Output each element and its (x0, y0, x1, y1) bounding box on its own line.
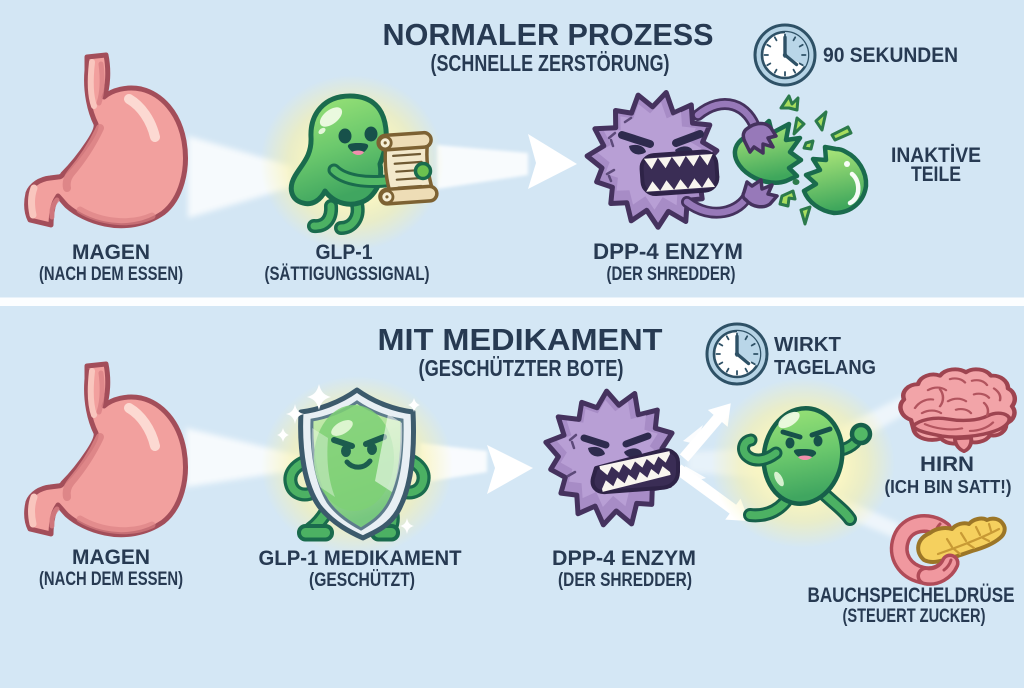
svg-text:(NACH DEM ESSEN): (NACH DEM ESSEN) (39, 569, 183, 590)
svg-text:BAUCHSPEICHELDRÜSE: BAUCHSPEICHELDRÜSE (808, 584, 1015, 607)
svg-text:DPP-4 ENZYM: DPP-4 ENZYM (552, 547, 696, 570)
svg-text:GLP-1: GLP-1 (316, 241, 373, 264)
svg-text:90 SEKUNDEN: 90 SEKUNDEN (823, 44, 958, 67)
svg-text:TEILE: TEILE (911, 163, 961, 186)
svg-text:GLP-1 MEDIKAMENT: GLP-1 MEDIKAMENT (259, 547, 462, 570)
svg-text:HIRN: HIRN (920, 453, 974, 476)
svg-text:WIRKT: WIRKT (774, 334, 841, 356)
svg-text:(STEUERT ZUCKER): (STEUERT ZUCKER) (843, 606, 986, 627)
svg-text:(DER SHREDDER): (DER SHREDDER) (558, 570, 692, 591)
svg-text:(DER SHREDDER): (DER SHREDDER) (607, 264, 736, 285)
svg-text:MAGEN: MAGEN (72, 546, 150, 569)
svg-text:INAKTİVE: INAKTİVE (891, 144, 981, 167)
svg-text:MIT MEDIKAMENT: MIT MEDIKAMENT (378, 322, 663, 357)
svg-text:(GESCHÜTZT): (GESCHÜTZT) (309, 570, 415, 591)
svg-text:(ICH BIN SATT!): (ICH BIN SATT!) (885, 477, 1012, 497)
svg-text:MAGEN: MAGEN (72, 241, 150, 264)
svg-text:NORMALER PROZESS: NORMALER PROZESS (383, 17, 714, 52)
svg-text:(SÄTTIGUNGSSIGNAL): (SÄTTIGUNGSSIGNAL) (265, 264, 430, 285)
svg-text:(SCHNELLE ZERSTÖRUNG): (SCHNELLE ZERSTÖRUNG) (431, 50, 670, 76)
svg-text:TAGELANG: TAGELANG (774, 357, 876, 379)
svg-text:DPP-4 ENZYM: DPP-4 ENZYM (593, 239, 743, 264)
svg-text:(GESCHÜTZTER BOTE): (GESCHÜTZTER BOTE) (419, 355, 624, 381)
svg-text:(NACH DEM ESSEN): (NACH DEM ESSEN) (39, 264, 183, 285)
